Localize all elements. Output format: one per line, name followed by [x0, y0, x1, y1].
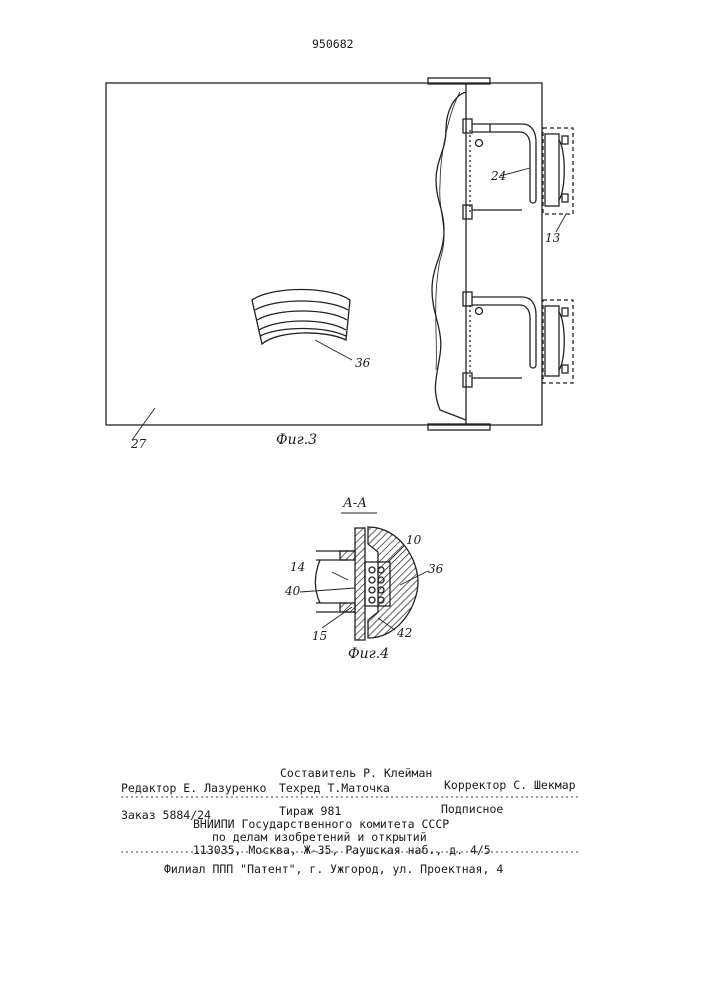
org-line-1: ВНИИПИ Государственного комитета СССР — [193, 817, 449, 831]
subscription: Подписное — [441, 802, 503, 816]
address: 113035, Москва, Ж-35, Раушская наб., д. … — [193, 843, 491, 857]
branch: Филиал ППП "Патент", г. Ужгород, ул. Про… — [164, 862, 503, 876]
org-line-2: по делам изобретений и открытий — [212, 830, 427, 844]
circulation: Тираж 981 — [279, 804, 341, 818]
